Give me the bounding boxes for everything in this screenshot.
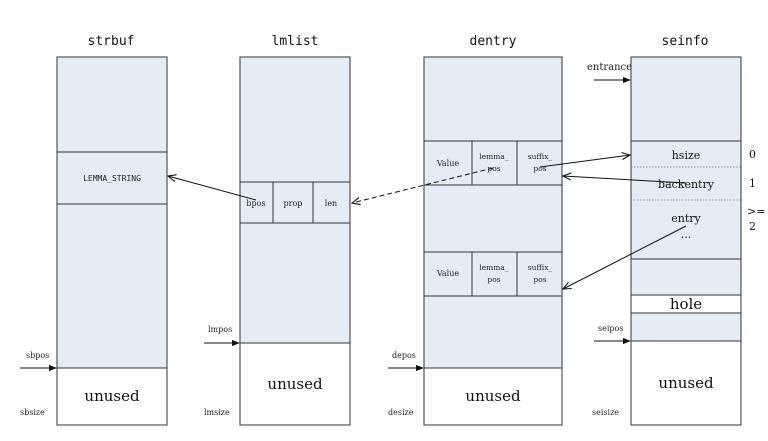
dentry-column: dentry Value lemma_ pos suffix_ pos Valu… [388,34,563,426]
dentry-row1-suffix-pos [516,140,563,186]
seinfo-index-1: 1 [749,177,756,190]
arrow-entry-to-dentry-row2 [563,225,687,289]
strbuf-unused-label: unused [84,387,140,405]
dentry-row2-suffix-label: suffix_ [528,263,553,272]
dentry-row1-value-label: Value [436,159,460,168]
lmlist-unused-label: unused [267,375,323,393]
dentry-unused-region [423,367,563,426]
dentry-used-region [423,56,563,369]
lmlist-size-label: lmsize [204,408,230,417]
dentry-unused-label: unused [465,387,521,405]
strbuf-lemma-string-label: LEMMA_STRING [83,174,141,183]
seinfo-index-0: 0 [749,148,756,161]
lmlist-prop-label: prop [284,199,303,208]
strbuf-lemma-string-cell [56,151,168,205]
seinfo-ellipsis: ... [681,228,692,241]
strbuf-title: strbuf [88,34,135,49]
seinfo-entrance-label: entrance [587,62,632,73]
seinfo-unused-region [630,340,742,426]
dentry-row2-suffix-label-2: pos [533,275,546,284]
dentry-row2-lemma-label: lemma_ [479,263,509,272]
seinfo-entry-label: entry [671,212,701,225]
dentry-row1-suffix-label-2: pos [533,164,546,173]
dentry-row1-value [423,140,473,186]
seinfo-hsize-label: hsize [672,149,701,162]
seinfo-hole-label: hole [670,295,702,313]
lmlist-title: lmlist [272,34,319,49]
lmlist-field-len [312,181,351,224]
strbuf-pos-label: sbpos [26,351,49,360]
dentry-pos-label: depos [392,351,416,360]
arrow-backentry-to-dentry [563,176,687,184]
strbuf-column: strbuf LEMMA_STRING unused sbpos sbsize [20,34,168,426]
seinfo-hole [630,294,742,314]
lmlist-column: lmlist bpos prop len unused lmpos lmsize [204,34,351,426]
dentry-size-label: desize [388,408,414,417]
strbuf-unused-region [56,367,168,426]
dentry-row1-lemma-label-2: pos [487,164,500,173]
lmlist-pos-label: lmpos [208,325,232,334]
dentry-row2-value-label: Value [436,269,460,278]
dentry-row1-lemma-label: lemma_ [479,152,509,161]
arrow-dentry-lemma-to-lmlist [352,167,494,203]
dentry-row1-lemma-pos [471,140,518,186]
dentry-row1-suffix-label: suffix_ [528,152,553,161]
dentry-row2-value [423,251,473,297]
seinfo-index-ge: >= [747,205,765,218]
arrow-suffix-to-seinfo [539,155,630,168]
dentry-row2-lemma-label-2: pos [487,275,500,284]
strbuf-size-label: sbsize [20,408,45,417]
dentry-title: dentry [470,34,517,49]
seinfo-pos-label: seipos [598,324,623,333]
seinfo-column: seinfo hsize backentry entry ... hole un… [587,34,765,426]
seinfo-backentry-label: backentry [658,178,715,191]
seinfo-title: seinfo [662,34,709,49]
lmlist-bpos-label: bpos [246,199,265,208]
lmlist-unused-region [239,342,351,426]
seinfo-size-label: seisize [592,408,619,417]
strbuf-used-region [56,56,168,369]
lmlist-len-label: len [325,199,337,208]
seinfo-unused-label: unused [658,374,714,392]
dentry-row2-lemma-pos [471,251,518,297]
arrow-bpos-to-lemma-string [168,176,257,201]
dentry-row2-suffix-pos [516,251,563,297]
seinfo-index-2: 2 [749,220,756,233]
